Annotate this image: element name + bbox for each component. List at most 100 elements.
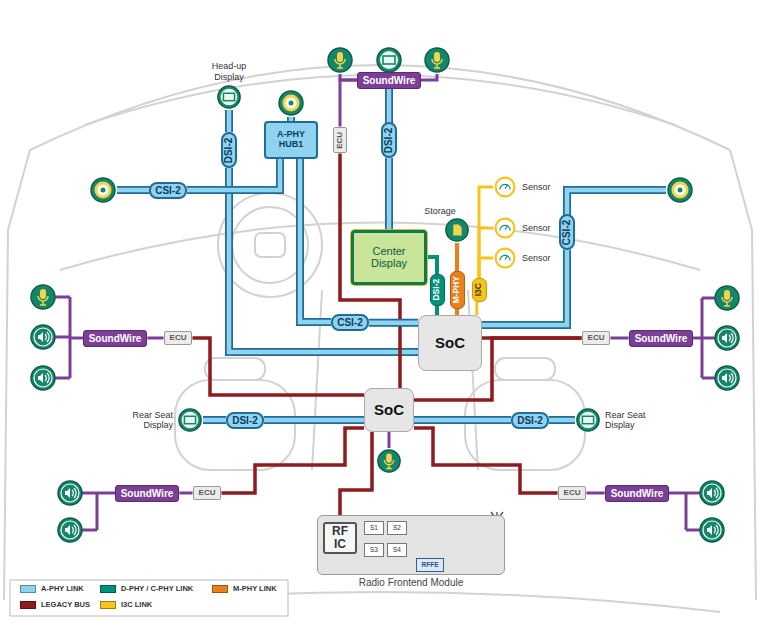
windshield [85, 75, 675, 125]
m-phy-link-label: M-PHY [450, 271, 465, 308]
link-line [227, 110, 232, 132]
node-label: SoC [435, 335, 465, 352]
speaker-icon [700, 518, 724, 542]
link-connector [414, 420, 511, 421]
device-icons [31, 48, 739, 542]
camera-icon [668, 178, 692, 202]
link-line [387, 158, 392, 230]
node-caption: Rear Seat Display [123, 410, 173, 431]
legend-entry: LEGACY BUS [20, 601, 90, 609]
node-label: CSI-2 [337, 317, 363, 328]
legend-entry: M-PHY LINK [212, 585, 277, 593]
hub-box: A-PHY HUB1 [264, 121, 318, 159]
node-label: RF IC [329, 525, 351, 551]
link-connector [437, 306, 438, 315]
camera-icon [91, 178, 115, 202]
link-connector [479, 187, 493, 278]
link-line [427, 257, 437, 274]
connectors [147, 80, 628, 565]
link-connector [414, 428, 558, 493]
soc-box: SoC [364, 388, 414, 432]
display-box: Center Display [351, 230, 427, 285]
legend-frame [10, 580, 288, 616]
link-line [414, 418, 511, 423]
link-line [475, 302, 478, 315]
soundwire-link: SoundWire [605, 485, 670, 502]
link-line [147, 336, 163, 339]
soc-box: SoC [418, 315, 482, 371]
node-label: SoundWire [363, 75, 416, 86]
link-connector [300, 159, 331, 322]
soundwire-link: SoundWire [357, 72, 422, 89]
roof-line [30, 65, 730, 150]
link-connector [586, 492, 604, 493]
link-connector [476, 302, 477, 315]
node-label: I3C [474, 283, 483, 296]
node-caption: Radio Frontend Module [359, 577, 464, 589]
node-label: DSI-2 [232, 415, 258, 426]
link-outline [414, 416, 511, 424]
node-label: M-PHY [452, 276, 461, 303]
storage-icon-graphic [444, 217, 470, 243]
sensor-icon-symbol [496, 178, 515, 197]
sensor-icon: Sensor [493, 246, 517, 270]
sensor-icon: Sensor [493, 175, 517, 199]
node-label: S3 [370, 546, 378, 553]
a-phy-link-label: CSI-2 [331, 314, 369, 331]
node-caption: Sensor [522, 253, 551, 263]
display-icon-graphic [216, 84, 242, 110]
soundwire-link: SoundWire [115, 485, 180, 502]
display-icon-symbol [577, 409, 599, 431]
link-line [179, 491, 192, 494]
switch-box: S3 [364, 543, 384, 556]
ecu-box: ECU [193, 486, 222, 501]
legend-text: M-PHY LINK [233, 585, 277, 593]
link-outline [385, 158, 393, 230]
link-connector [610, 337, 628, 338]
link-outline [549, 416, 575, 424]
link-outline [482, 250, 567, 325]
link-connector [549, 420, 575, 421]
node-caption: Storage [424, 206, 456, 216]
node-label: ECU [564, 489, 581, 498]
left-headrest [205, 358, 265, 380]
node-label: SoundWire [89, 333, 142, 344]
speaker-icon [58, 481, 82, 505]
node-label: DSI-2 [384, 127, 395, 153]
storage-icon-symbol [446, 219, 468, 241]
switch-box: S4 [387, 543, 407, 556]
node-label: ECU [588, 334, 605, 343]
node-label: SoundWire [611, 488, 664, 499]
microphone-icon [31, 285, 55, 309]
link-outline [369, 319, 418, 327]
a-phy-link-label: DSI-2 [221, 132, 237, 168]
link-line [264, 418, 364, 423]
node-label: SoundWire [635, 333, 688, 344]
link-connector [479, 228, 493, 278]
a-phy-link-label: DSI-2 [226, 412, 264, 429]
link-line [586, 491, 604, 494]
module-box: Radio Frontend ModuleRF ICS1S2S3S4RFFE [317, 515, 505, 575]
sensor-icon-symbol [496, 249, 515, 268]
a-phy-wire [117, 74, 666, 232]
right-headrest [495, 358, 555, 380]
link-connector [147, 337, 163, 338]
display-icon: Rear Seat Display [177, 407, 203, 433]
microphone-icon [328, 48, 352, 72]
legend-entry: I3C LINK [100, 601, 152, 609]
node-label: ECU [170, 334, 187, 343]
link-connector [221, 428, 364, 493]
link-outline [300, 159, 331, 322]
node-label: DSI-2 [517, 415, 543, 426]
display-icon-symbol [218, 86, 240, 108]
legend-text: D-PHY / C-PHY LINK [121, 585, 193, 593]
camera-icon [279, 91, 303, 115]
link-line [192, 338, 364, 395]
speaker-icon [715, 366, 739, 390]
link-line [300, 159, 331, 322]
legend-text: I3C LINK [121, 601, 152, 609]
link-line [203, 418, 226, 423]
link-line [479, 258, 493, 278]
